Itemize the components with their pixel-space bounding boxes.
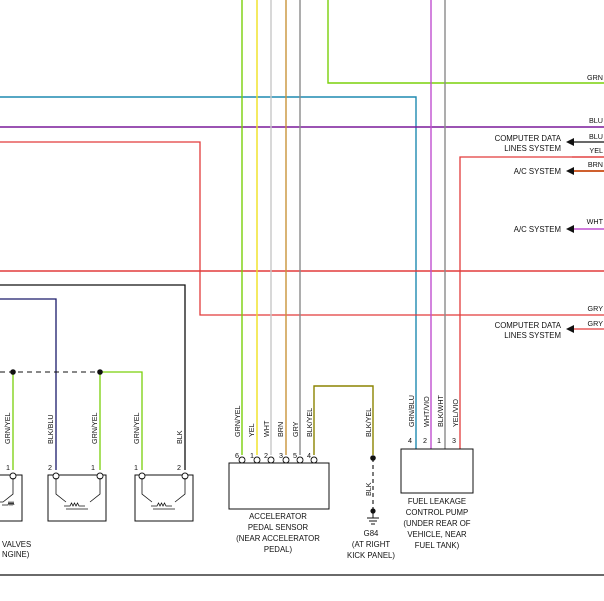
wire-label-gry: GRY [588, 319, 604, 328]
component-caption: (AT RIGHT [352, 540, 390, 549]
component-caption: ACCELERATOR [249, 512, 307, 521]
valve-solenoid-3 [134, 472, 194, 522]
valve-solenoid-1 [0, 472, 23, 522]
component-caption: PEDAL SENSOR [248, 523, 309, 532]
pin-number: 4 [408, 436, 412, 445]
arrow-icon [566, 167, 574, 175]
arrow-icon [566, 325, 574, 333]
right-connectors [566, 138, 604, 333]
pin-number: 1 [437, 436, 441, 445]
splice-dot-2 [97, 369, 103, 375]
pin-number: 1 [91, 463, 95, 472]
component-caption: NGINE) [2, 550, 30, 559]
wire-label-brn: BRN [588, 160, 603, 169]
wire-label-gry-top: GRY [588, 304, 604, 313]
right-connector-labels: GRN BLU BLU YEL BRN WHT GRY GRY COMPUTER… [495, 73, 604, 340]
component-caption: PEDAL) [264, 545, 293, 554]
wire-blk-loop [0, 284, 186, 470]
wire-grn-top [327, 0, 604, 84]
pin-number: 2 [48, 463, 52, 472]
wire-label-wht: WHT [587, 217, 604, 226]
wire-label: GRN/YEL [3, 412, 12, 444]
component-caption: FUEL TANK) [415, 541, 460, 550]
wire-label: BRN [276, 422, 285, 437]
connector-label: COMPUTER DATA [495, 134, 562, 143]
wire-label: BLK/WHT [436, 394, 445, 427]
pump-body [400, 448, 474, 494]
component-caption: KICK PANEL) [347, 551, 395, 560]
component-caption: VALVES [2, 540, 31, 549]
accelerator-pedal-sensor: GRN/YEL YEL WHT BRN GRY BLK/YEL 6 1 2 3 … [228, 405, 330, 554]
wire-label-blu-top: BLU [589, 116, 603, 125]
wire-label: GRN/BLU [407, 395, 416, 427]
wire-label: BLK/YEL [364, 408, 373, 437]
splice-dot-1 [10, 369, 16, 375]
wire-label-grn: GRN [587, 73, 603, 82]
connector-label: LINES SYSTEM [504, 331, 561, 340]
arrow-icon [566, 138, 574, 146]
component-caption: FUEL LEAKAGE [408, 497, 466, 506]
pin-number: 2 [264, 451, 268, 460]
ground-id: G84 [364, 529, 379, 538]
component-caption: (UNDER REAR OF [403, 519, 470, 528]
wire-label: WHT [262, 420, 271, 437]
valve-solenoid-2 [47, 472, 107, 522]
connector-label: COMPUTER DATA [495, 321, 562, 330]
pin-number: 6 [235, 451, 239, 460]
fuel-leakage-pump: GRN/BLU WHT/VIO BLK/WHT YEL/VIO 4 2 1 3 … [400, 394, 474, 550]
wire-label: BLK/BLU [46, 414, 55, 444]
pin-number: 1 [134, 463, 138, 472]
pin-number: 1 [6, 463, 10, 472]
component-caption: VEHICLE, NEAR [407, 530, 467, 539]
connector-label: A/C SYSTEM [514, 167, 561, 176]
wire-label-blu: BLU [589, 132, 603, 141]
pin-number: 4 [307, 451, 311, 460]
wire-label: BLK [364, 482, 373, 496]
pin-number: 5 [293, 451, 297, 460]
ground-g84: BLK/YEL BLK G84 (AT RIGHT KICK PANEL) [347, 408, 395, 560]
connector-label: A/C SYSTEM [514, 225, 561, 234]
pin-number: 2 [423, 436, 427, 445]
wire-blu [0, 96, 417, 450]
wire-red-1 [0, 141, 604, 316]
component-caption: (NEAR ACCELERATOR [236, 534, 320, 543]
wire-label: YEL [247, 423, 256, 437]
pin-number: 3 [452, 436, 456, 445]
main-wires [0, 0, 604, 470]
wire-grn-branch-3 [100, 371, 143, 470]
wire-navy [0, 298, 57, 470]
ground-icon [367, 513, 379, 525]
fuel-pump-wires [430, 0, 604, 450]
sensor-body [228, 462, 330, 510]
pin-number: 2 [177, 463, 181, 472]
pin-number: 3 [279, 451, 283, 460]
wire-label: WHT/VIO [422, 396, 431, 427]
connector-label: LINES SYSTEM [504, 144, 561, 153]
wire-label: GRN/YEL [132, 412, 141, 444]
wire-label: GRN/YEL [90, 412, 99, 444]
component-caption: CONTROL PUMP [406, 508, 469, 517]
wire-label: BLK [175, 430, 184, 444]
pedal-sensor-wires [241, 0, 374, 455]
pin-number: 1 [250, 451, 254, 460]
wire-label: GRN/YEL [233, 405, 242, 437]
wire-label-yel: YEL [589, 146, 603, 155]
wire-label: BLK/YEL [305, 408, 314, 437]
wire-label: GRY [291, 421, 300, 437]
left-valve-connectors: GRN/YEL BLK/BLU GRN/YEL GRN/YEL BLK 1 2 … [0, 412, 194, 559]
arrow-icon [566, 225, 574, 233]
wire-label: YEL/VIO [451, 399, 460, 427]
